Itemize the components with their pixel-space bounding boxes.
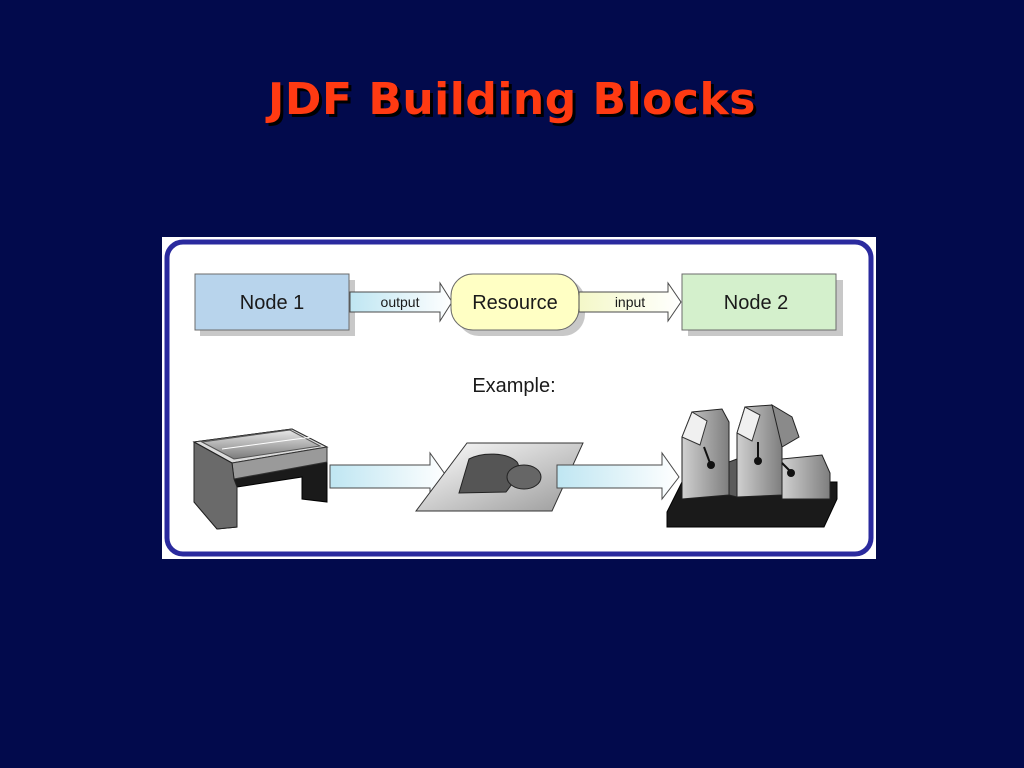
node1-label: Node 1 bbox=[240, 292, 305, 314]
input-arrow: input bbox=[578, 281, 682, 323]
diagram-panel: Node 1 output Resource input Node 2 Exam… bbox=[162, 237, 876, 559]
diagram-canvas: Node 1 output Resource input Node 2 Exam… bbox=[164, 239, 874, 557]
output-label: output bbox=[381, 294, 420, 310]
output-arrow: output bbox=[349, 281, 453, 323]
node2-label: Node 2 bbox=[724, 292, 789, 314]
example-label: Example: bbox=[472, 375, 555, 397]
printing-press-icon bbox=[666, 403, 838, 528]
resource-box: Resource bbox=[450, 273, 580, 331]
node1-box: Node 1 bbox=[194, 273, 350, 331]
input-label: input bbox=[615, 294, 645, 310]
slide-title: JDF Building Blocks bbox=[268, 74, 756, 125]
printing-plate-icon bbox=[415, 442, 584, 512]
node2-box: Node 2 bbox=[681, 273, 837, 331]
flow-arrow-right bbox=[556, 451, 680, 501]
resource-label: Resource bbox=[472, 292, 558, 314]
platesetter-icon bbox=[192, 428, 329, 530]
